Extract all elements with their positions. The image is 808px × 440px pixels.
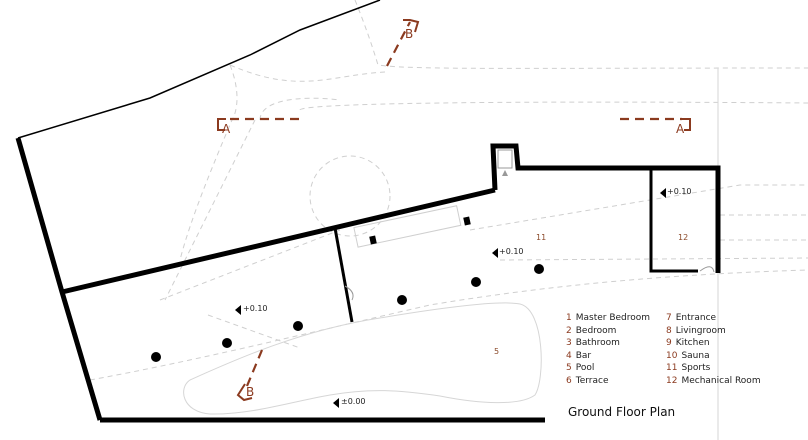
room-number-mechanical: 12 <box>678 233 688 242</box>
svg-text:+0.10: +0.10 <box>499 247 524 256</box>
building-walls <box>15 137 721 423</box>
room-number-pool: 5 <box>494 347 499 356</box>
level-markers: +0.10 +0.10 +0.10 ±0.00 <box>235 187 692 408</box>
pool-outline <box>183 302 542 415</box>
svg-text:+0.10: +0.10 <box>243 304 268 313</box>
column <box>471 277 481 287</box>
column <box>293 321 303 331</box>
level-marker: +0.10 <box>492 247 524 258</box>
site-context-lines <box>89 0 808 440</box>
section-b-top-label: B <box>405 27 413 41</box>
column <box>151 352 161 362</box>
column <box>222 338 232 348</box>
plan-title: Ground Floor Plan <box>568 405 676 419</box>
level-marker: ±0.00 <box>333 397 366 408</box>
column <box>534 264 544 274</box>
level-marker: +0.10 <box>235 304 268 315</box>
section-markers: A A B B <box>217 19 691 402</box>
site-boundary <box>17 0 381 139</box>
svg-text:±0.00: ±0.00 <box>341 397 366 406</box>
section-a-right-label: A <box>676 122 685 136</box>
section-a-left-label: A <box>222 122 231 136</box>
room-number-sports: 11 <box>536 233 546 242</box>
structural-columns <box>151 264 544 362</box>
svg-text:+0.10: +0.10 <box>667 187 692 196</box>
section-b-bottom-label: B <box>246 385 254 399</box>
level-marker: +0.10 <box>660 187 692 198</box>
column <box>397 295 407 305</box>
